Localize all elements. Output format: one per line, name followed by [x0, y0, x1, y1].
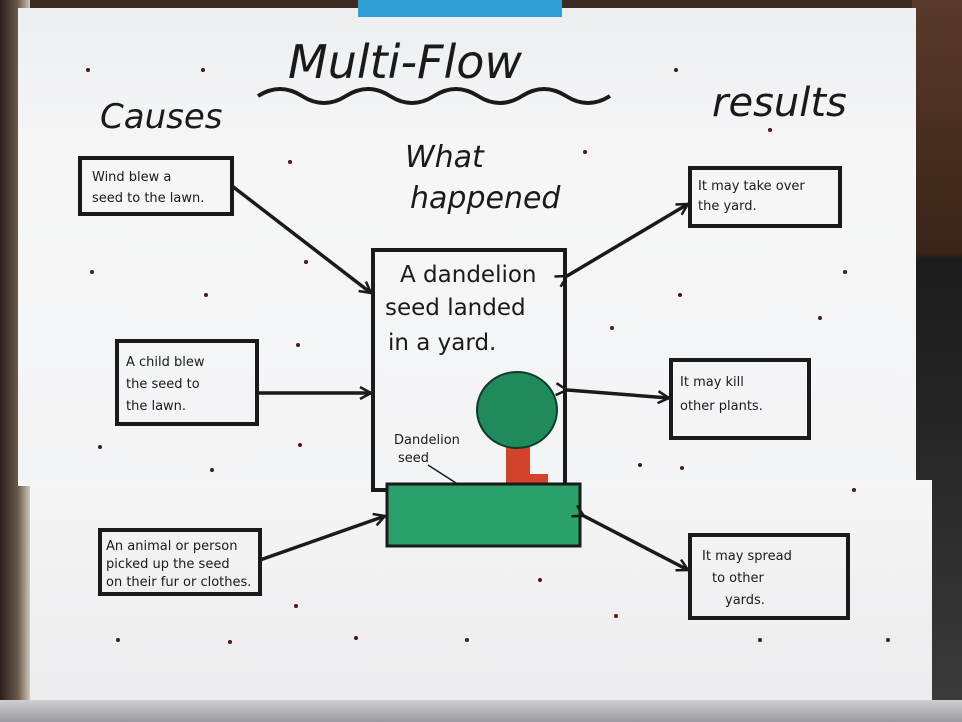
result-1-line2: the yard.: [698, 199, 757, 214]
result-1-line1: It may take over: [698, 179, 805, 194]
center-text-line1: A dandelion: [400, 262, 537, 288]
paper-dots: [86, 68, 890, 644]
arrow-result-1: [567, 202, 688, 276]
result-2-line2: other plants.: [680, 399, 763, 414]
arrow-cause-1: [230, 184, 371, 293]
arrow-result-3: [584, 516, 688, 572]
tree-crown: [476, 371, 558, 449]
arrow-result-2: [567, 390, 669, 398]
cause-1-line1: Wind blew a: [92, 170, 171, 185]
cause-2-line2: the seed to: [126, 377, 200, 392]
results-heading: results: [712, 80, 847, 126]
result-box-3: [688, 533, 850, 620]
result-2-line1: It may kill: [680, 375, 744, 390]
center-text-line2: seed landed: [385, 295, 526, 321]
drawing-label-line1: Dandelion: [394, 433, 460, 448]
result-3-line2: to other: [712, 571, 764, 586]
causes-heading: Causes: [100, 97, 222, 137]
blue-tape: [358, 0, 562, 17]
title-underline-wave: [256, 87, 612, 105]
arrow-cause-3: [259, 516, 385, 562]
cause-3-line2: picked up the seed: [106, 557, 230, 572]
result-box-1: [688, 166, 842, 228]
what-happened-heading-line2: happened: [410, 181, 561, 216]
poster-paper-top: [18, 8, 916, 486]
shelf-edge: [0, 700, 962, 722]
cause-3-line1: An animal or person: [106, 539, 237, 554]
what-happened-heading-line1: What: [405, 140, 485, 175]
cause-2-line1: A child blew: [126, 355, 205, 370]
center-text-line3: in a yard.: [388, 330, 496, 356]
cause-3-line3: on their fur or clothes.: [106, 575, 251, 590]
poster-title: Multi-Flow: [288, 35, 522, 89]
cause-box-3: [98, 528, 262, 596]
cause-1-line2: seed to the lawn.: [92, 191, 204, 206]
cause-box-2: [115, 339, 259, 426]
result-3-line1: It may spread: [702, 549, 792, 564]
grass-box: [385, 482, 582, 548]
result-3-line3: yards.: [725, 593, 765, 608]
cause-2-line3: the lawn.: [126, 399, 186, 414]
drawing-label-line2: seed: [398, 451, 429, 466]
